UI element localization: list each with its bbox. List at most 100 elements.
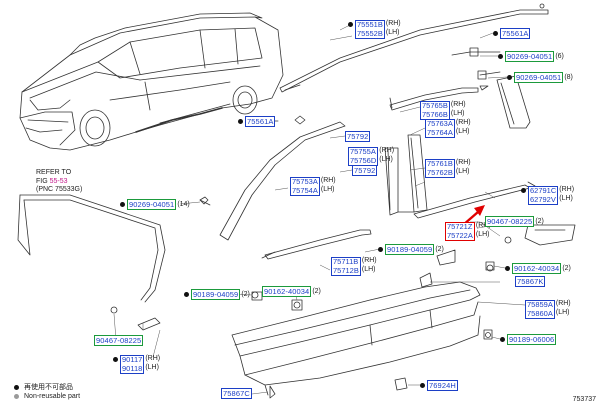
side-suffix: (LH) [361, 265, 376, 273]
quantity-suffix: (2) [312, 288, 321, 295]
legend-item-2: Non-reusable part [14, 393, 80, 400]
part-label-90467-08225-b[interactable]: 90467-08225 [94, 335, 144, 346]
legend-text: 再使用不可部品 [24, 384, 73, 391]
part-label-90269-04051-b[interactable]: 90269-04051 (8) [507, 72, 573, 83]
part-number: 90162-40034 [262, 286, 312, 297]
quantity-suffix: (6) [555, 53, 564, 60]
part-number: 75722A [447, 230, 473, 240]
side-suffix: (RH) [385, 20, 401, 27]
side-suffix: (RH) [475, 222, 491, 229]
part-number: 90269-04051 [505, 51, 555, 62]
part-number: 75551B [357, 20, 383, 29]
part-label-75792-b[interactable]: 75792 [352, 165, 378, 176]
side-suffix: (RH) [320, 177, 336, 184]
part-number: 75765B [422, 101, 448, 110]
non-reusable-dot [120, 202, 125, 207]
side-suffix: (LH) [475, 230, 490, 238]
refer-line: FIG 55-53 [36, 178, 82, 187]
part-number: 76924H [427, 380, 458, 391]
part-number: 75763A [427, 119, 453, 128]
part-label-76924H[interactable]: 76924H [420, 380, 458, 391]
side-suffix: (LH) [379, 155, 393, 163]
side-suffix: (RH) [145, 355, 161, 362]
non-reusable-dot [348, 22, 353, 27]
side-suffix: (LH) [385, 28, 400, 36]
part-label-90162-40034-b[interactable]: 90162-40034 (2) [262, 286, 321, 297]
part-label-90189-06006[interactable]: 90189-06006 [500, 334, 557, 345]
roof-rail-part [279, 9, 549, 93]
part-number: 75792 [352, 165, 378, 176]
side-suffix: (LH) [145, 363, 159, 371]
part-label-75867C[interactable]: 75867C [221, 388, 252, 399]
side-suffix: (RH) [379, 147, 395, 154]
part-label-75867K[interactable]: 75867K [515, 276, 546, 287]
part-number: 75754A [292, 185, 318, 195]
quantity-suffix: (2) [435, 246, 444, 253]
part-label-90189-04059-b[interactable]: 90189-04059 (2) [184, 289, 250, 300]
part-number: 75792 [345, 131, 371, 142]
side-suffix: (LH) [555, 308, 570, 316]
side-suffix: (RH) [455, 119, 471, 126]
quantity-suffix: (2) [241, 291, 250, 298]
part-label-75561A-car[interactable]: 75561A [238, 116, 276, 127]
part-number: 75766B [422, 109, 448, 119]
vehicle-illustration [19, 12, 284, 151]
part-label-90269-04051-c[interactable]: 90269-04051 (14) [120, 199, 190, 210]
part-label-90162-40034-a[interactable]: 90162-40034 (2) [505, 263, 571, 274]
quantity-suffix: (2) [535, 218, 544, 225]
part-number: 90467-08225 [94, 335, 144, 346]
non-reusable-dot [493, 31, 498, 36]
part-number: 75867K [515, 276, 546, 287]
figure-id: 753737 [572, 396, 596, 403]
non-reusable-dot [184, 292, 189, 297]
part-number: 62792V [530, 194, 556, 204]
part-label-75792-a[interactable]: 75792 [345, 131, 371, 142]
side-suffix: (RH) [455, 159, 471, 166]
part-label-90189-04059-a[interactable]: 90189-04059 (2) [378, 244, 444, 255]
part-label-90467-08225-a[interactable]: 90467-08225 (2) [485, 216, 544, 227]
refer-line: (PNC 75533G) [36, 186, 83, 193]
side-suffix: (RH) [361, 257, 377, 264]
part-label-90269-04051-a[interactable]: 90269-04051 (6) [498, 51, 564, 62]
part-number: 75711B [333, 257, 359, 266]
rocker-highlight [135, 107, 223, 133]
part-number: 90269-04051 [127, 199, 177, 210]
non-reusable-dot [420, 383, 425, 388]
part-number: 90467-08225 [485, 216, 535, 227]
part-number: 75867C [221, 388, 252, 399]
non-reusable-dot [238, 119, 243, 124]
part-number: 75561A [500, 28, 531, 39]
side-suffix: (RH) [555, 300, 571, 307]
part-label-75561A-top[interactable]: 75561A [493, 28, 531, 39]
side-suffix: (LH) [320, 185, 335, 193]
part-number: 90117 [122, 355, 143, 364]
legend-text: Non-reusable part [24, 393, 81, 400]
legend-item-1: 再使用不可部品 [14, 382, 73, 392]
side-suffix: (LH) [455, 167, 470, 175]
part-number: 75755A [350, 147, 376, 156]
refer-fig-link[interactable]: 55-53 [49, 177, 68, 185]
legend-marker [14, 384, 19, 390]
side-suffix: (LH) [455, 127, 470, 135]
part-number: 75859A [527, 300, 553, 309]
part-number: 90162-40034 [512, 263, 562, 274]
non-reusable-dot [498, 54, 503, 59]
part-number: 75721Z [447, 222, 473, 231]
non-reusable-dot [505, 266, 510, 271]
part-number: 75761B [427, 159, 453, 168]
side-suffix: (RH) [559, 186, 575, 193]
part-number: 90189-04059 [191, 289, 241, 300]
quantity-suffix: (8) [564, 74, 573, 81]
